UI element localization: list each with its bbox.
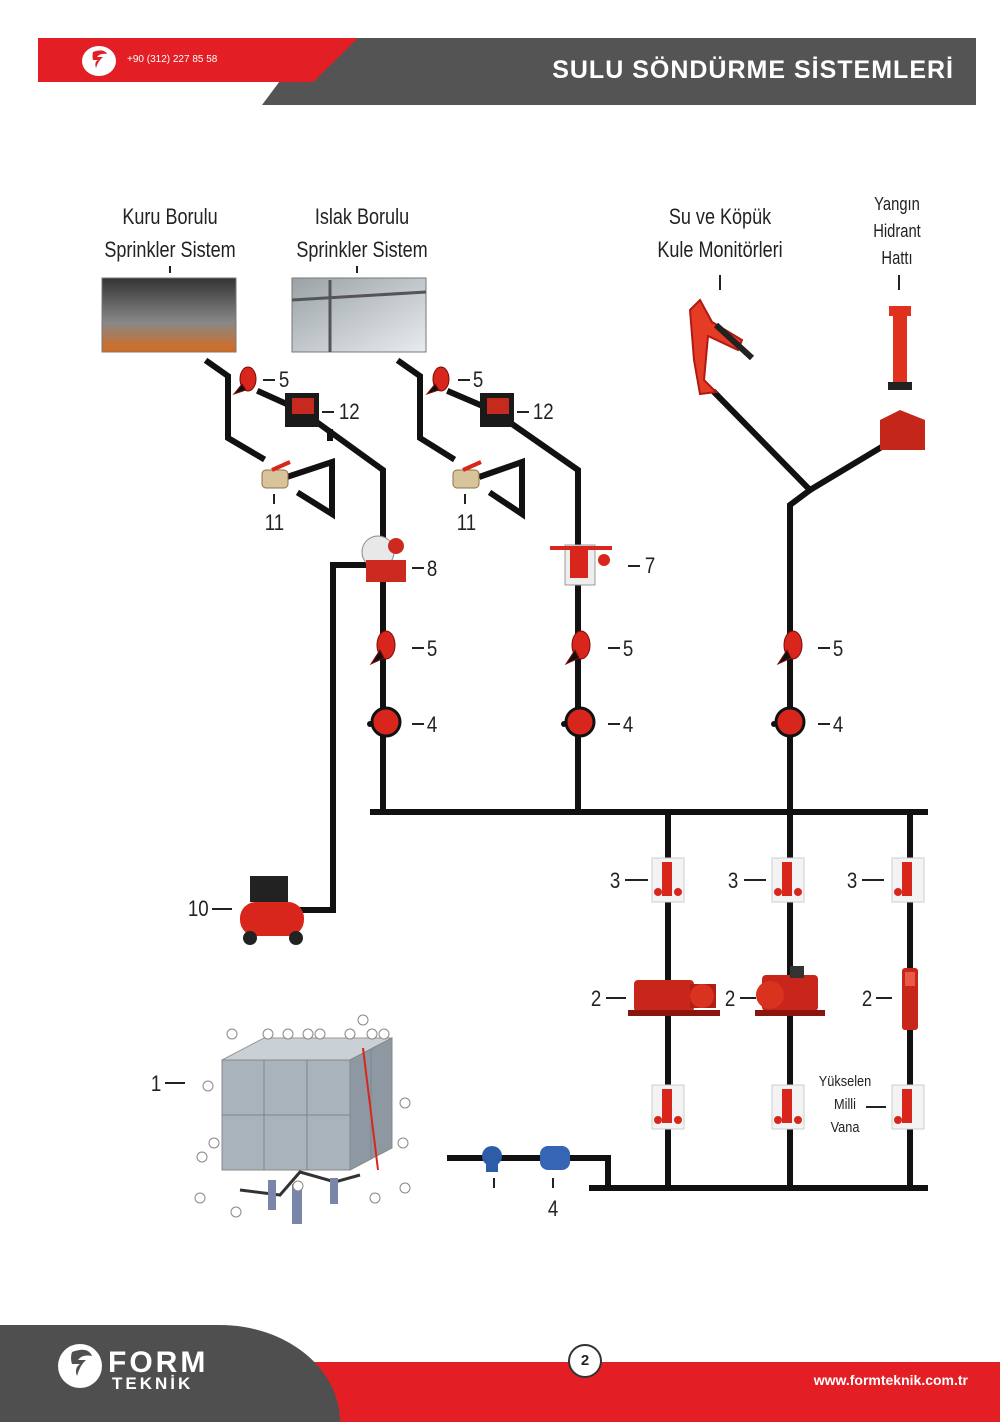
footer-bar [270,1362,1000,1422]
fire-pump-icon [628,966,918,1030]
riser-valve-icon [651,857,925,1130]
air-compressor-icon [240,876,304,945]
footer-website-link[interactable]: www.formteknik.com.tr [813,1372,968,1388]
num-5-wet: 5 [472,367,484,392]
header-bar [262,38,976,105]
header-phone: +90 (312) 227 85 58 [127,54,218,65]
num-11-wet: 11 [456,510,477,535]
num-12-wet: 12 [532,399,554,424]
footer-brand-sub: TEKNİK [112,1374,194,1393]
riser-valve-label: Yükselen Milli Vana [807,1070,884,1139]
footer-logo-icon [58,1344,102,1388]
pressure-switch-icon [285,393,514,427]
water-tank-icon [194,1014,411,1224]
wet-label-line1: Islak Borulu [314,204,410,229]
num-4-bottom: 4 [547,1196,559,1221]
brand-logo-icon [82,46,116,76]
suction-valve-icon [482,1146,570,1172]
num-10: 10 [187,896,209,921]
num-5-c: 5 [832,636,844,661]
footer-brand-panel [0,1325,340,1422]
wet-label-line2: Sprinkler Sistem [296,237,428,262]
riser-label-line2: Milli [834,1096,856,1113]
wet-sprinkler-label: Islak Borulu Sprinkler Sistem [280,200,444,266]
ball-valve-icon [261,460,482,489]
check-valve-icon [367,706,806,738]
num-3-a: 3 [609,868,621,893]
monitor-label: Su ve Köpük Kule Monitörleri [630,200,810,266]
dry-sprinkler-label: Kuru Borulu Sprinkler Sistem [88,200,252,266]
num-4-a: 4 [426,712,438,737]
hydrant-label-line3: Hattı [881,248,913,268]
num-7: 7 [644,553,656,578]
riser-label-line3: Vana [830,1119,860,1136]
num-5-b: 5 [622,636,634,661]
hydrant-label-line1: Yangın [874,194,920,214]
num-5-dry: 5 [278,367,290,392]
num-3-c: 3 [846,868,858,893]
dry-label-line2: Sprinkler Sistem [104,237,236,262]
wet-alarm-valve-icon [550,544,612,586]
num-2-a: 2 [590,986,602,1011]
num-12-dry: 12 [338,399,360,424]
num-5-a: 5 [426,636,438,661]
riser-label-line1: Yükselen [818,1073,872,1090]
butterfly-valve-icon [232,366,803,666]
dry-alarm-valve-icon [361,535,406,582]
num-2-c: 2 [861,986,873,1011]
page-title: SULU SÖNDÜRME SİSTEMLERİ [552,56,954,84]
num-11-dry: 11 [264,510,285,535]
num-1: 1 [150,1071,162,1096]
num-4-b: 4 [622,712,634,737]
hydrant-label-line2: Hidrant [873,221,921,241]
wet-sprinkler-photo [291,277,427,353]
hydrant-label: Yangın Hidrant Hattı [860,191,934,272]
page-number: 2 [568,1344,602,1378]
fire-hydrant-icon [880,306,925,450]
monitor-label-line2: Kule Monitörleri [657,237,783,262]
num-3-b: 3 [727,868,739,893]
dry-label-line1: Kuru Borulu [122,204,218,229]
num-2-b: 2 [724,986,736,1011]
num-4-c: 4 [832,712,844,737]
monitor-label-line1: Su ve Köpük [668,204,772,229]
num-8: 8 [426,556,438,581]
footer-brand-name: FORM [108,1346,209,1379]
water-foam-monitor-icon [688,298,755,396]
dry-sprinkler-photo [101,277,237,353]
